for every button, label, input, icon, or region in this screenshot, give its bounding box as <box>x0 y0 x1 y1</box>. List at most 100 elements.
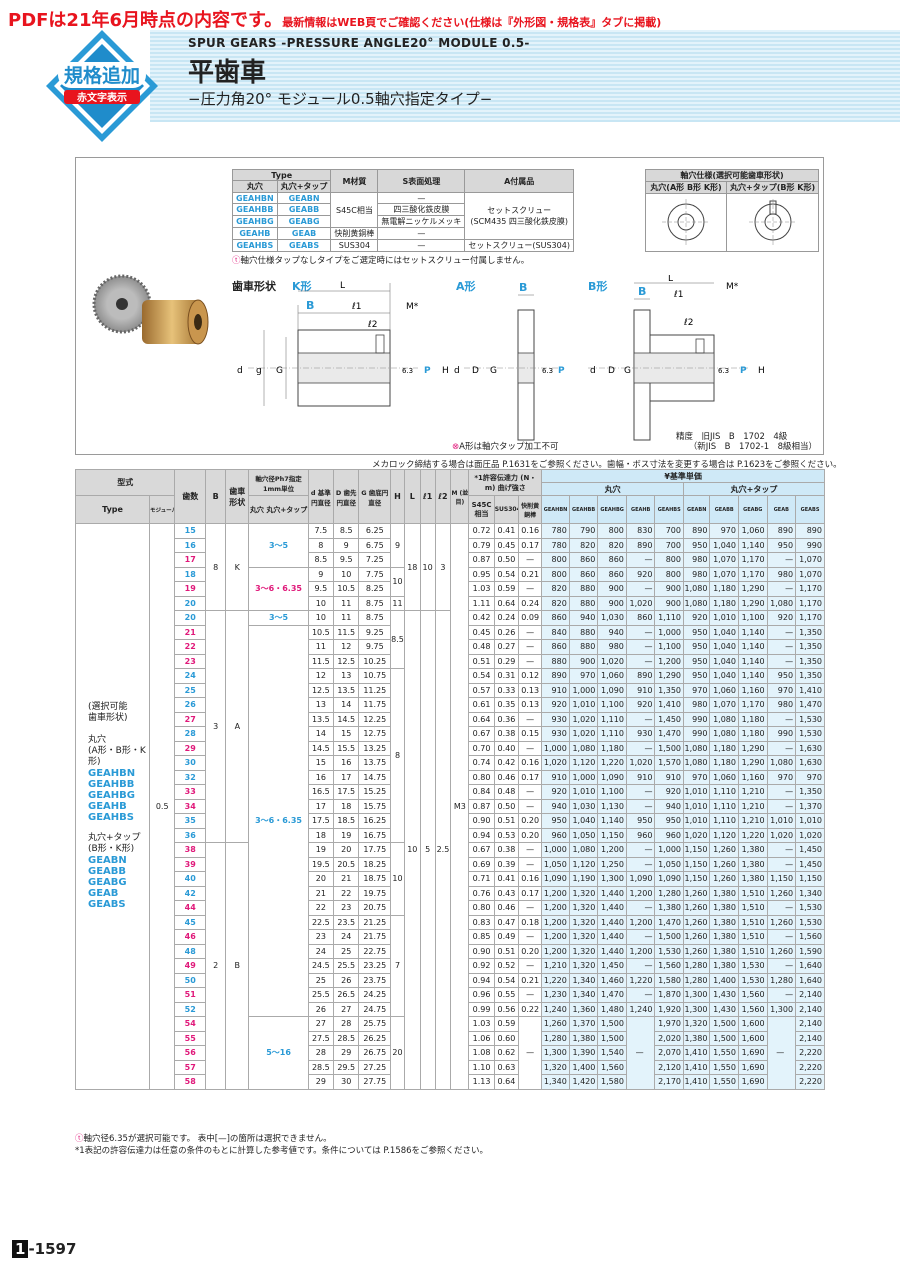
price-cell: 1,040 <box>709 653 739 669</box>
svg-text:G: G <box>490 366 497 376</box>
shape-cell: K <box>225 523 250 611</box>
torque-brass: — <box>518 842 543 858</box>
price-cell: 1,690 <box>737 1074 768 1090</box>
tip-diameter: 22 <box>333 885 360 901</box>
price-cell: — <box>625 929 656 945</box>
teeth-count: 19 <box>174 581 207 597</box>
torque-brass: — <box>518 581 543 597</box>
price-cell: 1,510 <box>737 943 768 959</box>
tip-diameter: 23 <box>333 900 360 916</box>
h-cell: 10 <box>390 566 405 597</box>
svg-text:6.3: 6.3 <box>718 367 729 375</box>
price-cell: 1,080 <box>682 740 711 756</box>
pitch-diameter: 19.5 <box>307 856 335 872</box>
price-cell: 1,140 <box>737 653 768 669</box>
torque-s45c: 0.76 <box>468 885 495 901</box>
price-cell: 890 <box>625 668 656 684</box>
svg-text:P: P <box>558 366 565 376</box>
price-cell: 980 <box>766 697 797 713</box>
price-cell: 1,180 <box>597 740 627 756</box>
torque-brass: — <box>518 639 543 655</box>
torque-brass: 0.20 <box>518 813 543 829</box>
svg-text:P: P <box>740 366 747 376</box>
torque-brass: 0.13 <box>518 682 543 698</box>
price-cell: 1,220 <box>625 972 656 988</box>
root-diameter: 8.75 <box>358 610 392 626</box>
price-cell: 1,530 <box>795 900 825 916</box>
bore-sub-header: 丸穴 丸穴+タップ <box>248 495 309 524</box>
page-number: 1-1597 <box>12 1240 76 1258</box>
pitch-diameter: 25 <box>307 972 335 988</box>
torque-sus: 0.33 <box>493 682 520 698</box>
torque-s45c: 0.99 <box>468 1001 495 1017</box>
price-cell: 1,220 <box>541 972 570 988</box>
root-diameter: 17.75 <box>358 842 392 858</box>
teeth-count: 57 <box>174 1059 207 1075</box>
pitch-diameter: 11.5 <box>307 653 335 669</box>
price-cell: 1,040 <box>709 537 739 553</box>
price-cell: 1,080 <box>682 755 711 771</box>
svg-text:d: d <box>590 366 596 376</box>
price-cell: 1,300 <box>682 987 711 1003</box>
torque-s45c: 0.90 <box>468 943 495 959</box>
shaft-spec-title: 軸穴仕様(選択可能歯車形状) <box>644 169 820 182</box>
price-cell: 1,260 <box>682 914 711 930</box>
price-cell: 840 <box>541 624 570 640</box>
price-cell: 1,140 <box>737 624 768 640</box>
price-cell: — <box>766 784 797 800</box>
root-diameter: 14.75 <box>358 769 392 785</box>
price-cell: 1,390 <box>568 1045 599 1061</box>
price-cell: 1,200 <box>597 842 627 858</box>
shaft-round-header: 丸穴(A形 B形 K形) <box>645 181 727 194</box>
price-cell: — <box>766 987 797 1003</box>
tip-diameter: 27 <box>333 1001 360 1017</box>
b-cell: 8 <box>205 523 227 611</box>
shape-cell: B <box>225 842 250 1090</box>
price-cell: 910 <box>541 682 570 698</box>
tip-diameter: 20 <box>333 842 360 858</box>
price-cell: 1,040 <box>709 639 739 655</box>
pitch-diameter: 11 <box>307 639 335 655</box>
root-diameter: 13.75 <box>358 755 392 771</box>
price-cell: 1,380 <box>682 1030 711 1046</box>
price-cell: 780 <box>541 523 570 539</box>
price-cell: 1,170 <box>737 697 768 713</box>
pitch-diameter: 10.5 <box>307 624 335 640</box>
material-cell: S45C相当 <box>330 192 379 228</box>
torque-brass: 0.09 <box>518 610 543 626</box>
torque-brass: 0.13 <box>518 697 543 713</box>
price-cell: 950 <box>682 653 711 669</box>
root-diameter: 23.25 <box>358 958 392 974</box>
price-cell: 1,070 <box>795 566 825 582</box>
price-cell: 1,600 <box>737 1030 768 1046</box>
sus-header: SUS304 <box>493 495 520 524</box>
type-code: GEAHBS <box>232 239 278 252</box>
pitch-diameter: 27 <box>307 1016 335 1032</box>
price-cell: 2,070 <box>654 1045 684 1061</box>
price-cell: 1,170 <box>795 595 825 611</box>
material-cell: 快削黄銅棒 <box>330 227 379 240</box>
price-cell: 1,370 <box>795 798 825 814</box>
svg-text:B: B <box>306 299 314 312</box>
price-cell: — <box>766 624 797 640</box>
torque-sus: 0.45 <box>493 537 520 553</box>
price-cell: 1,580 <box>654 972 684 988</box>
pitch-diameter: 12 <box>307 668 335 684</box>
price-cell: 950 <box>766 537 797 553</box>
price-cell: 900 <box>597 595 627 611</box>
price-cell: 920 <box>625 697 656 713</box>
torque-brass: — <box>518 624 543 640</box>
bore-range: 5〜16 <box>248 1016 309 1090</box>
torque-brass: — <box>518 958 543 974</box>
price-cell: 900 <box>597 581 627 597</box>
svg-text:ℓ1: ℓ1 <box>673 290 683 300</box>
price-cell: 970 <box>709 523 739 539</box>
tip-diameter: 11 <box>333 610 360 626</box>
price-cell: 1,020 <box>766 827 797 843</box>
root-diameter: 7.75 <box>358 566 392 582</box>
price-cell: 1,080 <box>682 581 711 597</box>
torque-brass: — <box>518 929 543 945</box>
